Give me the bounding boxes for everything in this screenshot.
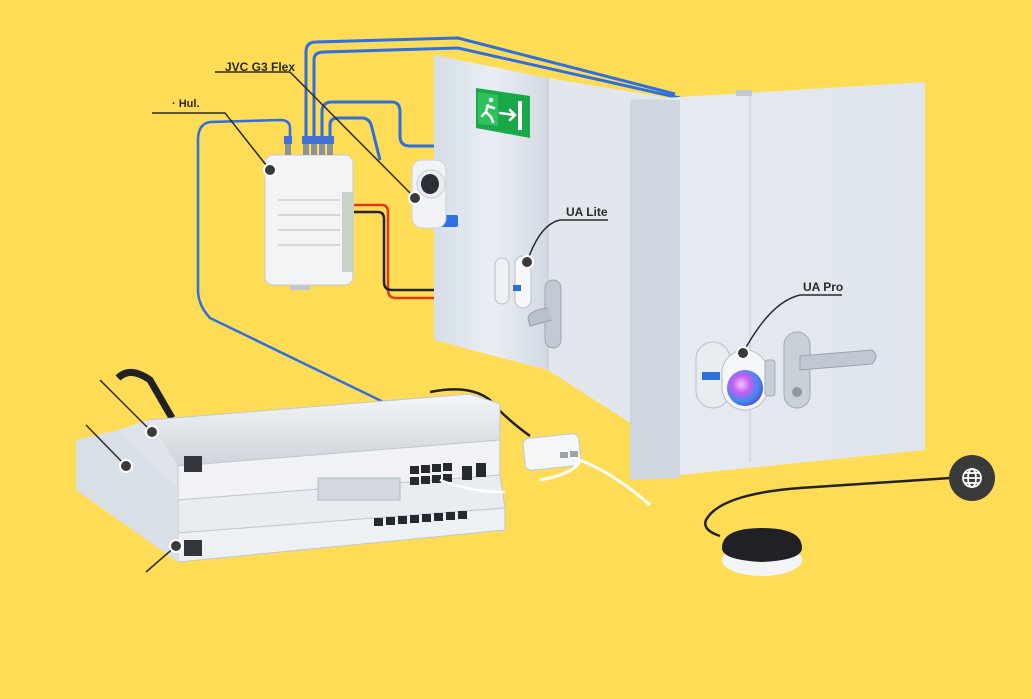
hub-ports <box>285 141 333 155</box>
ua-pro-reader <box>695 341 776 411</box>
exit-sign <box>476 88 530 138</box>
rack-cable-loop <box>115 369 176 420</box>
hub-terminals <box>342 192 354 272</box>
hub-port-plugs <box>284 136 334 144</box>
g3-flex-label: JVC G3 Flex <box>225 60 296 74</box>
network-cable <box>312 46 681 140</box>
g3-flex-camera <box>411 159 458 229</box>
callout-dots <box>119 163 750 553</box>
internet-cable <box>704 476 951 538</box>
internet-globe-button[interactable] <box>949 455 995 501</box>
hub-detail-lines <box>278 199 340 246</box>
door-handle-left <box>527 279 562 349</box>
injector-white-cable-2 <box>539 461 582 482</box>
door-right-edge <box>630 100 680 480</box>
running-exit-icon <box>480 97 496 124</box>
poe-injector <box>522 433 582 471</box>
network-cable <box>320 100 436 148</box>
door-handle-right <box>783 331 877 409</box>
power-cable-black <box>352 210 436 292</box>
switch-to-injector-cable <box>429 388 531 438</box>
network-cable <box>304 36 676 140</box>
gateway-device <box>722 528 802 576</box>
globe-icon <box>962 468 982 488</box>
network-rack <box>76 393 506 563</box>
door-hinge <box>736 90 752 96</box>
ua-lite-label: UA Lite <box>566 205 608 219</box>
injector-white-cable <box>573 456 651 507</box>
network-cable <box>328 116 382 161</box>
power-cable-red <box>352 203 436 300</box>
ua-hub-label: · Hul. <box>172 98 200 110</box>
arrow-right-icon <box>498 108 517 122</box>
ua-pro-label: UA Pro <box>803 280 844 294</box>
ua-hub-device <box>264 154 354 286</box>
